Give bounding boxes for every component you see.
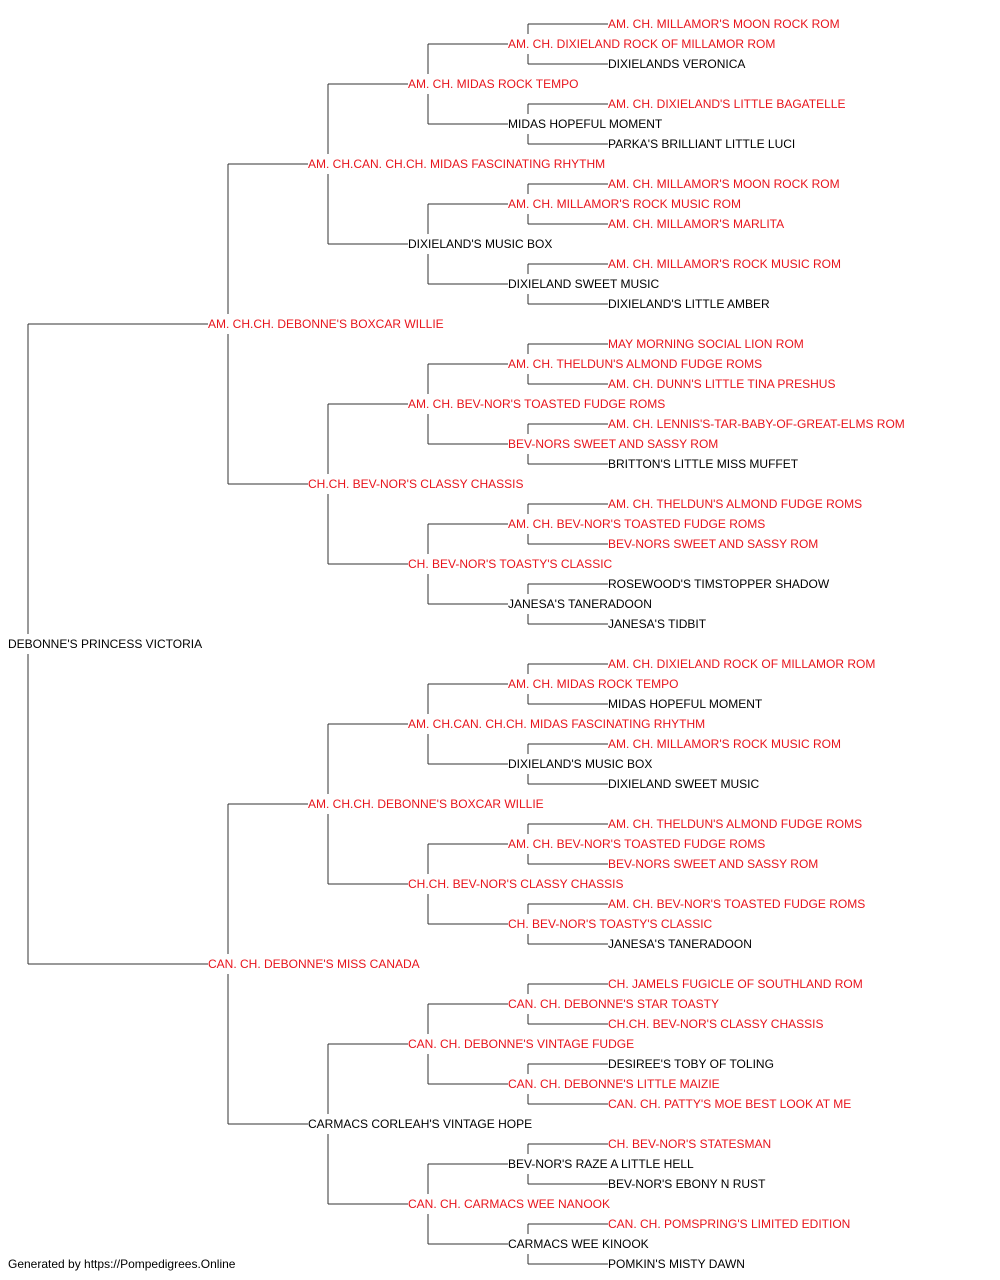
pedigree-name-root-sire-dam-dam-dam-sire: ROSEWOOD'S TIMSTOPPER SHADOW (608, 577, 830, 591)
pedigree-name-root-sire-sire-sire-sire-dam: DIXIELANDS VERONICA (608, 57, 745, 71)
pedigree-name-root-sire-sire-dam-sire-sire: AM. CH. MILLAMOR'S MOON ROCK ROM (608, 177, 840, 191)
footer-credit: Generated by https://Pompedigrees.Online (8, 1257, 236, 1271)
pedigree-name-root-sire-sire: AM. CH.CAN. CH.CH. MIDAS FASCINATING RHY… (308, 157, 605, 171)
pedigree-name-root-sire-sire-sire-dam: MIDAS HOPEFUL MOMENT (508, 117, 663, 131)
pedigree-name-root-dam-dam-dam-dam-dam: POMKIN'S MISTY DAWN (608, 1257, 745, 1271)
pedigree-name-root-sire-dam-sire-sire-dam: AM. CH. DUNN'S LITTLE TINA PRESHUS (608, 377, 835, 391)
pedigree-name-root-dam-sire-sire: AM. CH.CAN. CH.CH. MIDAS FASCINATING RHY… (408, 717, 705, 731)
pedigree-name-root-sire-sire-dam-dam: DIXIELAND SWEET MUSIC (508, 277, 659, 291)
pedigree-name-root-dam-dam-sire-dam: CAN. CH. DEBONNE'S LITTLE MAIZIE (508, 1077, 720, 1091)
pedigree-name-root-sire-sire-sire-sire: AM. CH. DIXIELAND ROCK OF MILLAMOR ROM (508, 37, 775, 51)
pedigree-name-root-dam-dam-sire: CAN. CH. DEBONNE'S VINTAGE FUDGE (408, 1037, 634, 1051)
pedigree-name-root-dam-dam-sire-sire-dam: CH.CH. BEV-NOR'S CLASSY CHASSIS (608, 1017, 823, 1031)
pedigree-name-root-dam-dam: CARMACS CORLEAH'S VINTAGE HOPE (308, 1117, 532, 1131)
pedigree-name-root-dam-sire-sire-dam: DIXIELAND'S MUSIC BOX (508, 757, 652, 771)
pedigree-name-root-sire-dam-dam-sire-sire: AM. CH. THELDUN'S ALMOND FUDGE ROMS (608, 497, 862, 511)
pedigree-name-root-sire-dam: CH.CH. BEV-NOR'S CLASSY CHASSIS (308, 477, 523, 491)
pedigree-name-root-dam-sire-sire-sire: AM. CH. MIDAS ROCK TEMPO (508, 677, 678, 691)
pedigree-name-root-sire-dam-sire-dam-dam: BRITTON'S LITTLE MISS MUFFET (608, 457, 799, 471)
pedigree-name-root-sire-dam-sire: AM. CH. BEV-NOR'S TOASTED FUDGE ROMS (408, 397, 665, 411)
pedigree-name-root-sire-sire-dam: DIXIELAND'S MUSIC BOX (408, 237, 552, 251)
pedigree-name-root-sire-sire-dam-dam-dam: DIXIELAND'S LITTLE AMBER (608, 297, 770, 311)
pedigree-name-root-dam-dam-sire-dam-sire: DESIREE'S TOBY OF TOLING (608, 1057, 774, 1071)
pedigree-name-root-sire-sire-sire-dam-dam: PARKA'S BRILLIANT LITTLE LUCI (608, 137, 795, 151)
pedigree-name-root-sire-sire-sire-dam-sire: AM. CH. DIXIELAND'S LITTLE BAGATELLE (608, 97, 845, 111)
pedigree-name-root-dam-dam-dam-sire-sire: CH. BEV-NOR'S STATESMAN (608, 1137, 771, 1151)
pedigree-name-root-dam-dam-dam-sire-dam: BEV-NOR'S EBONY N RUST (608, 1177, 766, 1191)
pedigree-name-root-dam-sire-sire-sire-dam: MIDAS HOPEFUL MOMENT (608, 697, 763, 711)
pedigree-name-root-sire-dam-dam: CH. BEV-NOR'S TOASTY'S CLASSIC (408, 557, 613, 571)
pedigree-name-root-dam-dam-sire-sire-sire: CH. JAMELS FUGICLE OF SOUTHLAND ROM (608, 977, 863, 991)
pedigree-name-root-dam-sire-sire-dam-sire: AM. CH. MILLAMOR'S ROCK MUSIC ROM (608, 737, 841, 751)
pedigree-name-root-dam-sire-dam: CH.CH. BEV-NOR'S CLASSY CHASSIS (408, 877, 623, 891)
pedigree-name-root-sire-dam-sire-dam: BEV-NORS SWEET AND SASSY ROM (508, 437, 718, 451)
pedigree-name-root-dam-dam-sire-sire: CAN. CH. DEBONNE'S STAR TOASTY (508, 997, 719, 1011)
pedigree-name-root-sire-dam-dam-dam: JANESA'S TANERADOON (508, 597, 652, 611)
pedigree-name-root-dam-dam-dam: CAN. CH. CARMACS WEE NANOOK (408, 1197, 610, 1211)
pedigree-name-root-dam-sire-sire-dam-dam: DIXIELAND SWEET MUSIC (608, 777, 759, 791)
pedigree-name-root-sire-sire-dam-sire-dam: AM. CH. MILLAMOR'S MARLITA (608, 217, 784, 231)
pedigree-name-root-dam-dam-sire-dam-dam: CAN. CH. PATTY'S MOE BEST LOOK AT ME (608, 1097, 851, 1111)
pedigree-name-root-sire-sire-sire-sire-sire: AM. CH. MILLAMOR'S MOON ROCK ROM (608, 17, 840, 31)
pedigree-name-root-sire-sire-dam-sire: AM. CH. MILLAMOR'S ROCK MUSIC ROM (508, 197, 741, 211)
pedigree-name-root-dam-sire-dam-dam-sire: AM. CH. BEV-NOR'S TOASTED FUDGE ROMS (608, 897, 865, 911)
pedigree-name-root-sire-dam-dam-sire: AM. CH. BEV-NOR'S TOASTED FUDGE ROMS (508, 517, 765, 531)
pedigree-name-root-sire-sire-dam-dam-sire: AM. CH. MILLAMOR'S ROCK MUSIC ROM (608, 257, 841, 271)
pedigree-name-root: DEBONNE'S PRINCESS VICTORIA (8, 637, 202, 651)
pedigree-name-root-dam-sire-dam-sire-dam: BEV-NORS SWEET AND SASSY ROM (608, 857, 818, 871)
pedigree-name-root-dam-dam-dam-dam-sire: CAN. CH. POMSPRING'S LIMITED EDITION (608, 1217, 850, 1231)
pedigree-name-root-dam-sire-dam-dam: CH. BEV-NOR'S TOASTY'S CLASSIC (508, 917, 713, 931)
pedigree-name-root-dam-sire-dam-dam-dam: JANESA'S TANERADOON (608, 937, 752, 951)
pedigree-name-root-dam: CAN. CH. DEBONNE'S MISS CANADA (208, 957, 420, 971)
pedigree-name-root-dam-sire: AM. CH.CH. DEBONNE'S BOXCAR WILLIE (308, 797, 544, 811)
pedigree-name-root-sire-dam-sire-sire: AM. CH. THELDUN'S ALMOND FUDGE ROMS (508, 357, 762, 371)
pedigree-name-root-dam-dam-dam-sire: BEV-NOR'S RAZE A LITTLE HELL (508, 1157, 694, 1171)
pedigree-name-root-dam-sire-dam-sire-sire: AM. CH. THELDUN'S ALMOND FUDGE ROMS (608, 817, 862, 831)
pedigree-name-root-sire-sire-sire: AM. CH. MIDAS ROCK TEMPO (408, 77, 578, 91)
pedigree-name-root-sire-dam-sire-dam-sire: AM. CH. LENNIS'S-TAR-BABY-OF-GREAT-ELMS … (608, 417, 905, 431)
pedigree-name-root-dam-dam-dam-dam: CARMACS WEE KINOOK (508, 1237, 649, 1251)
pedigree-name-root-dam-sire-sire-sire-sire: AM. CH. DIXIELAND ROCK OF MILLAMOR ROM (608, 657, 875, 671)
pedigree-name-root-sire-dam-dam-dam-dam: JANESA'S TIDBIT (608, 617, 707, 631)
pedigree-name-root-dam-sire-dam-sire: AM. CH. BEV-NOR'S TOASTED FUDGE ROMS (508, 837, 765, 851)
pedigree-name-root-sire-dam-sire-sire-sire: MAY MORNING SOCIAL LION ROM (608, 337, 804, 351)
pedigree-name-root-sire: AM. CH.CH. DEBONNE'S BOXCAR WILLIE (208, 317, 444, 331)
pedigree-name-root-sire-dam-dam-sire-dam: BEV-NORS SWEET AND SASSY ROM (608, 537, 818, 551)
